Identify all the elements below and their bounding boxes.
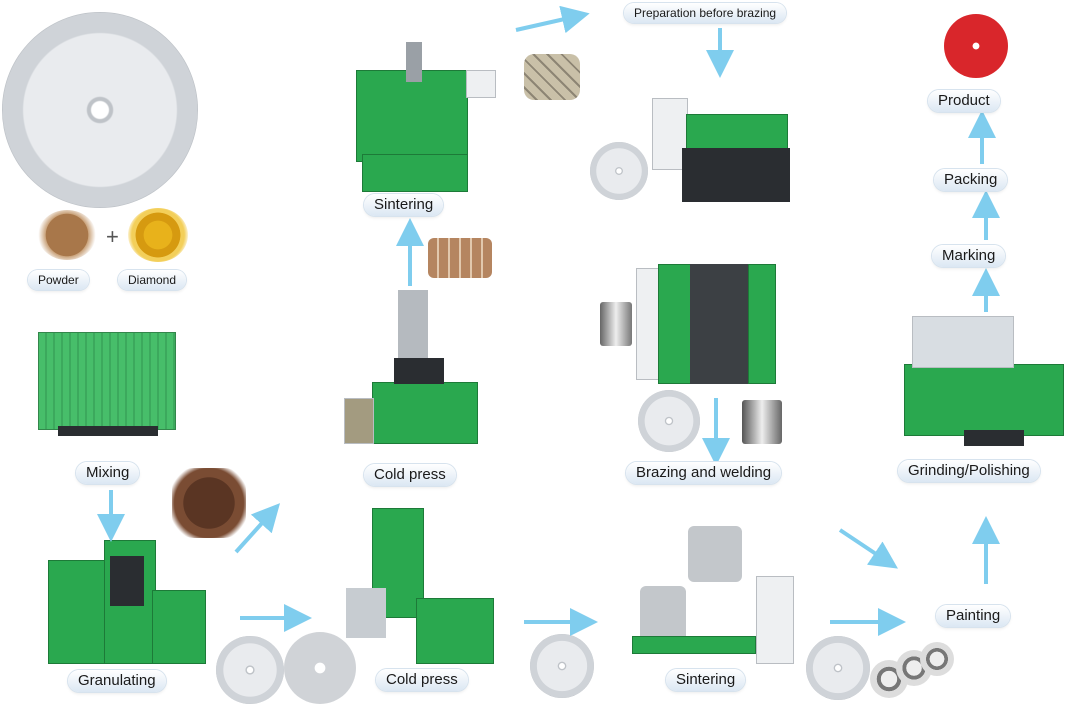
saw-blade-image bbox=[2, 12, 198, 208]
cup-wheels-image bbox=[870, 642, 956, 700]
cold-press-machine-bottom-image bbox=[346, 508, 494, 664]
preparation-machine-image bbox=[652, 78, 792, 204]
step-label-cold-press-top: Cold press bbox=[364, 464, 456, 486]
brazing-machine-image bbox=[636, 246, 780, 386]
steel-core-image-left bbox=[600, 302, 632, 346]
blade-after-cold-press-image bbox=[530, 634, 594, 698]
arrow-brazing-to-painting bbox=[838, 528, 898, 569]
segment-blade-image bbox=[216, 636, 284, 704]
grinding-machine-image bbox=[904, 316, 1064, 448]
product-blade-image bbox=[944, 14, 1008, 78]
step-label-sintering-bottom: Sintering bbox=[666, 669, 746, 691]
powder-image bbox=[38, 210, 96, 260]
cold-press-machine-top-image bbox=[344, 290, 478, 448]
segments-image bbox=[524, 54, 580, 100]
blade-before-brazing-image bbox=[590, 142, 648, 200]
step-label-mixing: Mixing bbox=[76, 462, 140, 484]
cold-press-segments-image bbox=[428, 238, 492, 278]
step-label-product: Product bbox=[928, 90, 1000, 112]
step-label-diamond: Diamond bbox=[118, 270, 187, 290]
arrow-sintering-to-preparation bbox=[515, 5, 590, 34]
granulating-machine-image bbox=[48, 540, 206, 664]
step-label-powder: Powder bbox=[28, 270, 89, 290]
diamond-image bbox=[128, 208, 188, 262]
blade-before-painting-image bbox=[806, 636, 870, 700]
step-label-grinding: Grinding/Polishing bbox=[898, 460, 1040, 482]
arrow-granule-to-coldpress bbox=[234, 503, 281, 554]
step-label-marking: Marking bbox=[932, 245, 1006, 267]
step-label-cold-press-bottom: Cold press bbox=[376, 669, 468, 691]
granule-image bbox=[172, 468, 246, 538]
blade-brazing-image bbox=[638, 390, 700, 452]
plus-symbol: + bbox=[106, 224, 119, 249]
sintering-machine-bottom-image bbox=[632, 518, 794, 664]
sintering-machine-top-image bbox=[356, 42, 496, 192]
mixing-machine-image bbox=[38, 322, 178, 440]
turbo-blade-image bbox=[284, 632, 356, 704]
step-label-sintering-top: Sintering bbox=[364, 194, 444, 216]
step-label-granulating: Granulating bbox=[68, 670, 166, 692]
step-label-packing: Packing bbox=[934, 169, 1008, 191]
step-label-painting: Painting bbox=[936, 605, 1011, 627]
step-label-preparation: Preparation before brazing bbox=[624, 3, 787, 23]
step-label-brazing: Brazing and welding bbox=[626, 462, 782, 484]
steel-core-image-right bbox=[742, 400, 782, 444]
